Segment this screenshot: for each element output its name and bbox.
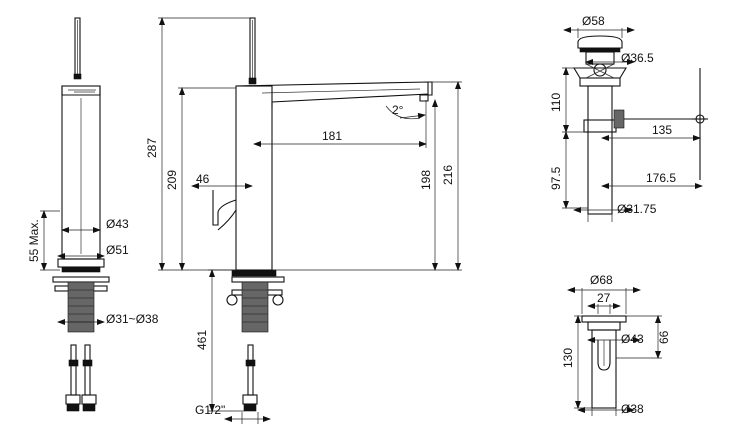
waste-w27-label: 27 [597,291,611,305]
waste-d68-label: Ø68 [590,273,613,287]
waste-d38-label: Ø38 [621,402,644,416]
front-d46-label: 46 [196,172,210,186]
drain-l176-label: 176.5 [646,171,676,185]
side-d51-label: Ø51 [106,243,129,257]
side-shank [67,281,95,333]
front-reach-label: 181 [322,129,342,143]
front-view: 287 209 46 2° 181 198 216 461 G1/2" [145,17,462,424]
drain-l135-label: 135 [652,123,672,137]
front-h287-label: 287 [145,138,159,158]
front-hose461-label: 461 [195,330,209,350]
side-view: Ø43 Ø51 55 Max. Ø31~Ø38 [27,17,159,412]
drain-tube [587,85,613,215]
front-body [235,85,273,271]
drain-d58-label: Ø58 [582,14,605,28]
drain-h97-label: 97.5 [549,166,563,190]
front-h209-label: 209 [165,170,179,190]
waste-flange [581,315,627,323]
side-range-label: Ø31~Ø38 [106,312,159,326]
waste-d43-label: Ø43 [621,332,644,346]
front-h216-label: 216 [441,165,455,185]
front-angle-label: 2° [392,103,404,117]
waste-h66-label: 66 [657,330,671,344]
front-h198-label: 198 [419,170,433,190]
side-d43-label: Ø43 [106,217,129,231]
drain-view: Ø58 Ø36.5 110 135 97.5 176.5 Ø31.75 [549,14,708,222]
drain-h110-label: 110 [549,93,563,112]
drain-d36-label: Ø36.5 [621,51,654,65]
side-max55-label: 55 Max. [27,219,41,262]
front-shank [241,281,269,333]
drain-cap [577,35,623,49]
waste-view: Ø68 27 Ø43 66 130 Ø38 [561,273,671,416]
front-thread-label: G1/2" [195,403,225,417]
drain-d31-label: Ø31.75 [617,202,657,216]
waste-h130-label: 130 [561,348,575,368]
